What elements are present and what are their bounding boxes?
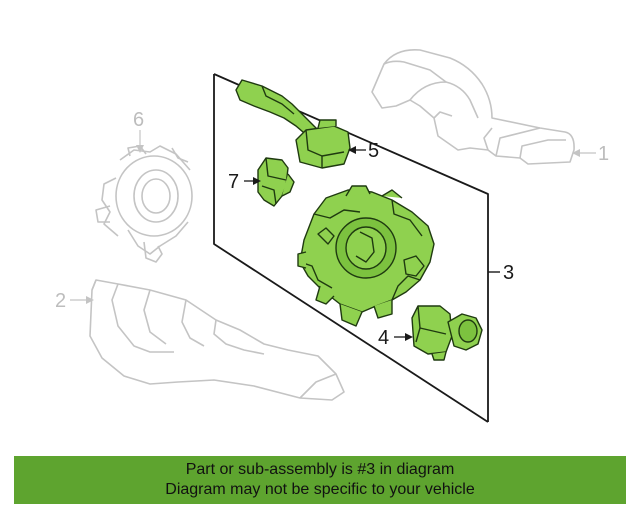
callout-2: 2: [55, 290, 66, 312]
callout-6: 6: [133, 109, 144, 131]
arrow-2: [86, 296, 94, 304]
arrow-1: [572, 149, 580, 157]
arrow-6: [136, 145, 144, 153]
part-1-upper-shroud: [371, 48, 575, 165]
callout-3: 3: [503, 262, 514, 284]
callout-5: 5: [368, 140, 379, 162]
arrow-5: [348, 146, 356, 154]
group-3-outline: [213, 73, 489, 423]
part-3-housing: [297, 185, 435, 327]
arrow-7: [253, 177, 261, 185]
part-3-switch-assembly: [235, 79, 483, 361]
part-4-lamp-switch: [411, 305, 483, 361]
arrow-4: [405, 333, 413, 341]
part-6-clock-spring: [95, 145, 193, 263]
callout-7: 7: [228, 171, 239, 193]
callout-1: 1: [598, 143, 609, 165]
banner-line-2: Diagram may not be specific to your vehi…: [165, 481, 475, 498]
part-7-connector: [257, 157, 295, 207]
banner-line-1: Part or sub-assembly is #3 in diagram: [185, 461, 455, 478]
info-banner: Part or sub-assembly is #3 in diagram Di…: [14, 456, 626, 504]
part-2-lower-shroud: [89, 279, 345, 401]
leader-lines: [70, 130, 596, 341]
part-5-wiper-stalk: [235, 79, 351, 169]
callout-4: 4: [378, 327, 389, 349]
